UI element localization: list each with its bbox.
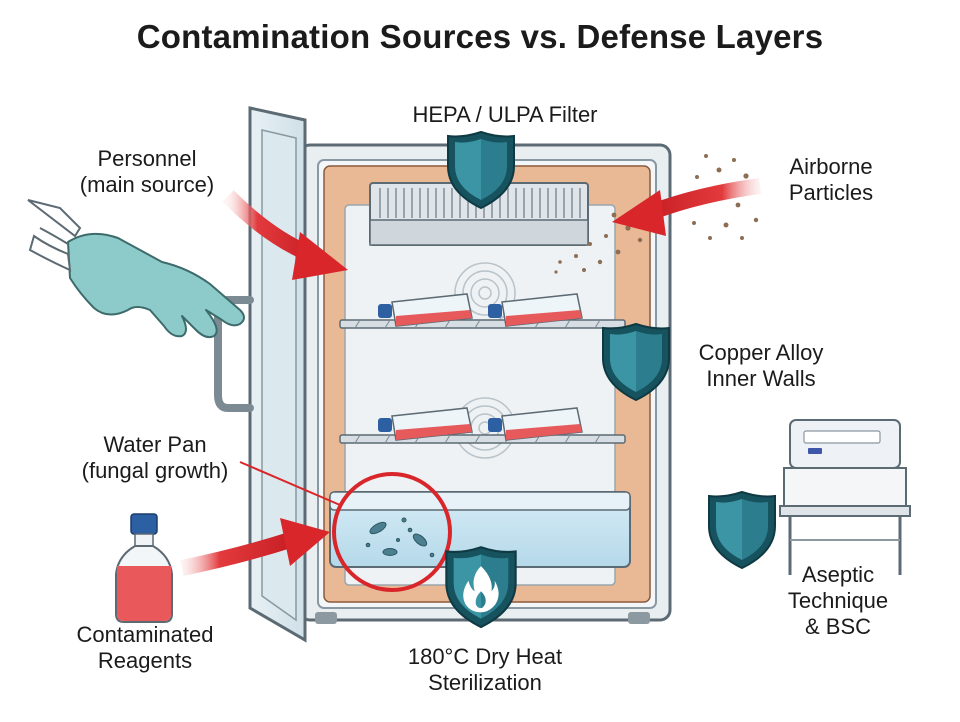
label-personnel-line1: Personnel: [97, 146, 197, 171]
label-airborne-line2: Particles: [788, 179, 874, 205]
label-hepa: HEPA / ULPA Filter: [380, 102, 630, 128]
contamination-highlight: [332, 472, 452, 592]
label-heat: 180°C Dry Heat Sterilization: [370, 644, 600, 696]
bottle-icon: [115, 513, 173, 623]
diagram-title: Contamination Sources vs. Defense Layers: [136, 18, 824, 55]
shield-icon-aseptic: [708, 490, 776, 570]
label-aseptic: Aseptic Technique & BSC: [770, 562, 906, 640]
arrow-reagents: [180, 518, 330, 576]
label-copper: Copper Alloy Inner Walls: [676, 340, 846, 392]
label-reagents-line2: Reagents: [97, 647, 193, 673]
label-copper-line2: Inner Walls: [706, 365, 816, 391]
label-water-pan-line1: Water Pan: [103, 432, 207, 457]
microbe-icon: [365, 517, 435, 558]
culture-flasks: [378, 293, 583, 441]
shield-icon-heat: [445, 546, 517, 629]
shield-icon-copper: [602, 322, 670, 402]
shelf-lower: [339, 434, 626, 444]
label-water-pan: Water Pan (fungal growth): [60, 432, 250, 484]
water-pan-pointer: [239, 461, 341, 506]
airborne-particles: [554, 154, 759, 274]
flame-icon: [463, 566, 499, 613]
biosafety-cabinet-icon: [779, 419, 911, 575]
label-airborne-line1: Airborne: [789, 154, 873, 179]
label-aseptic-line1: Aseptic: [801, 562, 875, 587]
shield-icon-hepa: [447, 130, 515, 210]
label-aseptic-line2: Technique: [787, 587, 889, 613]
label-personnel: Personnel (main source): [52, 146, 242, 198]
arrow-personnel: [222, 190, 348, 280]
glove-icon: [27, 199, 245, 339]
label-reagents-line1: Contaminated: [76, 622, 214, 647]
label-heat-line2: Sterilization: [428, 669, 542, 695]
label-water-pan-line2: (fungal growth): [81, 457, 229, 483]
label-aseptic-line3: & BSC: [804, 613, 872, 639]
label-hepa-line1: HEPA / ULPA Filter: [412, 102, 598, 127]
label-airborne: Airborne Particles: [766, 154, 896, 206]
label-personnel-line2: (main source): [79, 171, 215, 197]
arrow-airborne: [612, 178, 762, 236]
label-heat-line1: 180°C Dry Heat: [407, 644, 563, 669]
hepa-filter-unit: [369, 182, 589, 246]
shelf-upper: [339, 319, 626, 329]
label-copper-line1: Copper Alloy: [698, 340, 824, 365]
shields-layer: [445, 130, 776, 629]
label-reagents: Contaminated Reagents: [50, 622, 240, 674]
